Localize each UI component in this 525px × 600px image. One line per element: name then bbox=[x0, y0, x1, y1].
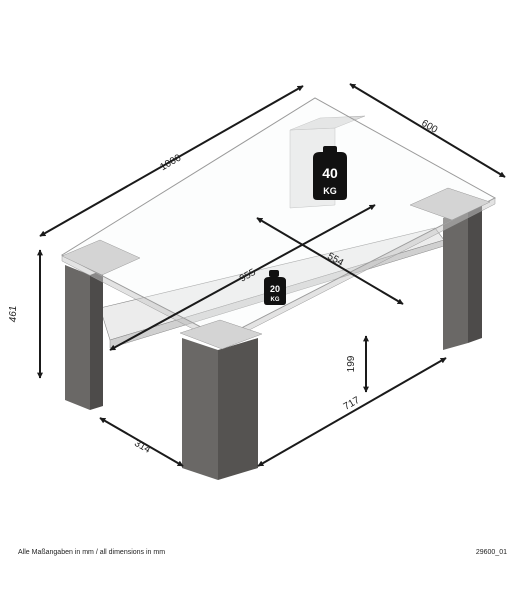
height-label: 461 bbox=[8, 306, 19, 323]
units-note: Alle Maßangaben in mm / all dimensions i… bbox=[18, 549, 166, 556]
right-leg-side bbox=[468, 205, 482, 343]
weight-20kg-unit: KG bbox=[271, 297, 280, 303]
weight-40kg: 40 KG bbox=[313, 146, 347, 200]
clearance-label: 199 bbox=[346, 355, 357, 372]
weight-20kg-value: 20 bbox=[270, 284, 280, 294]
weight-40kg-unit: KG bbox=[323, 186, 337, 196]
depth-label: 600 bbox=[419, 118, 439, 136]
diagonal-short-arrow bbox=[256, 217, 404, 305]
front-leg-side bbox=[218, 338, 258, 480]
front-spacing-label: 717 bbox=[342, 395, 362, 413]
left-leg-front bbox=[65, 265, 90, 410]
drawing-code: 29600_01 bbox=[475, 549, 507, 556]
weight-40kg-value: 40 bbox=[322, 165, 338, 181]
left-leg-side bbox=[90, 270, 103, 410]
right-leg-top-pad bbox=[409, 187, 491, 221]
front-spacing-arrow bbox=[257, 357, 447, 467]
side-spacing-arrow bbox=[99, 417, 184, 467]
front-leg-front bbox=[182, 338, 218, 480]
length-arrow bbox=[39, 85, 304, 237]
depth-arrow bbox=[349, 83, 506, 178]
side-spacing-label: 314 bbox=[132, 438, 152, 456]
right-leg-front bbox=[443, 210, 468, 350]
